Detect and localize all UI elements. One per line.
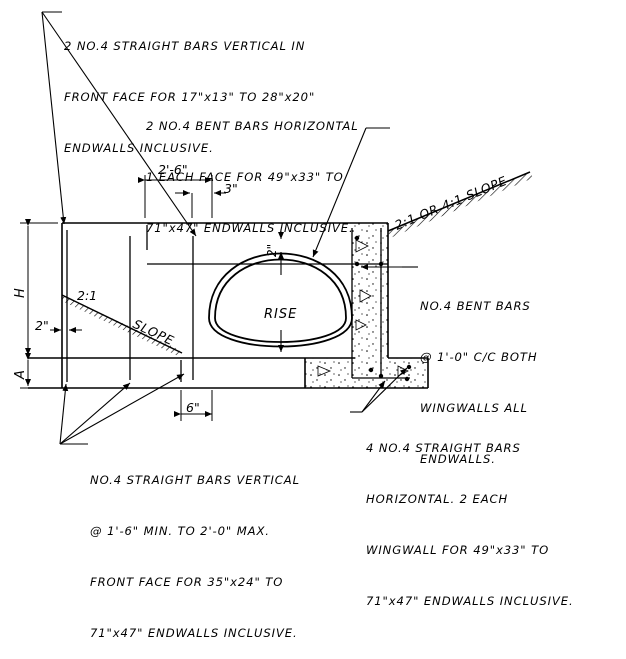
note-line: FRONT FACE FOR 35"x24" TO [90,575,284,589]
note-line: 2 NO.4 STRAIGHT BARS VERTICAL IN [64,39,306,53]
wingwall-section [305,223,428,388]
note-wingwall-straight-bars: 4 NO.4 STRAIGHT BARS HORIZONTAL. 2 EACH … [366,406,574,627]
note-line: @ 1'-0" C/C BOTH [420,350,538,364]
note-line: 71"x47" ENDWALLS INCLUSIVE. [366,594,574,608]
dim-2in-top-label: 2" [265,244,279,257]
note-line: HORIZONTAL. 2 EACH [366,492,509,506]
dim-6in-label: 6" [186,400,200,415]
dim-a-label: A [13,370,28,380]
note-line: NO.4 STRAIGHT BARS VERTICAL [90,473,300,487]
left-slope [61,294,183,356]
note-wingwall-bent-bars: NO.4 BENT BARS @ 1'-0" C/C BOTH WINGWALL… [420,264,537,485]
note-line: WINGWALL FOR 49"x33" TO [366,543,550,557]
note-line: 1 EACH FACE FOR 49"x33" TO [146,170,344,184]
rise-label: RISE [264,307,297,322]
note-line: FRONT FACE FOR 17"x13" TO 28"x20" [64,90,316,104]
endwall-reinforcement-sheet: { "notes": { "front_vertical_bars": ["2 … [13,4,573,640]
dimension-2ft6in [138,175,226,218]
note-line: 2 NO.4 BENT BARS HORIZONTAL [146,119,359,133]
note-line: @ 1'-6" MIN. TO 2'-0" MAX. [90,524,270,538]
dim-3in-label: 3" [224,181,238,196]
right-slope-label: 2:1 OR 4:1 SLOPE [392,173,509,233]
right-slope [387,171,533,238]
bar-dots [354,235,412,382]
note-line: 4 NO.4 STRAIGHT BARS [366,441,521,455]
leader-lines [41,11,418,445]
dimension-6in [174,390,213,421]
left-slope-ratio: 2:1 [77,288,97,303]
note-front-vertical-bars: 2 NO.4 STRAIGHT BARS VERTICAL IN FRONT F… [64,4,315,174]
dim-h-label: H [13,288,28,298]
note-line: WINGWALLS ALL [420,401,528,415]
dimension-h [20,219,58,355]
note-vertical-spacing-bars: NO.4 STRAIGHT BARS VERTICAL @ 1'-6" MIN.… [90,438,300,659]
reinforcing-bars [66,225,410,382]
note-line: ENDWALLS. [420,452,496,466]
dim-2ft6in-label: 2'-6" [158,162,188,177]
note-line: NO.4 BENT BARS [420,299,531,313]
dim-2in-left-label: 2" [35,318,49,333]
endwall-drawing: 2'-6" 3" 2" 2" 6" H A 2:1 SLOPE 2:1 OR 4… [13,11,533,445]
note-line: ENDWALLS INCLUSIVE. [64,141,214,155]
note-line: 71"x47" ENDWALLS INCLUSIVE. [146,221,354,235]
note-line: 71"x47" ENDWALLS INCLUSIVE. [90,626,298,640]
note-bent-horizontal-bars: 2 NO.4 BENT BARS HORIZONTAL 1 EACH FACE … [146,84,359,254]
dimension-a [20,353,58,389]
